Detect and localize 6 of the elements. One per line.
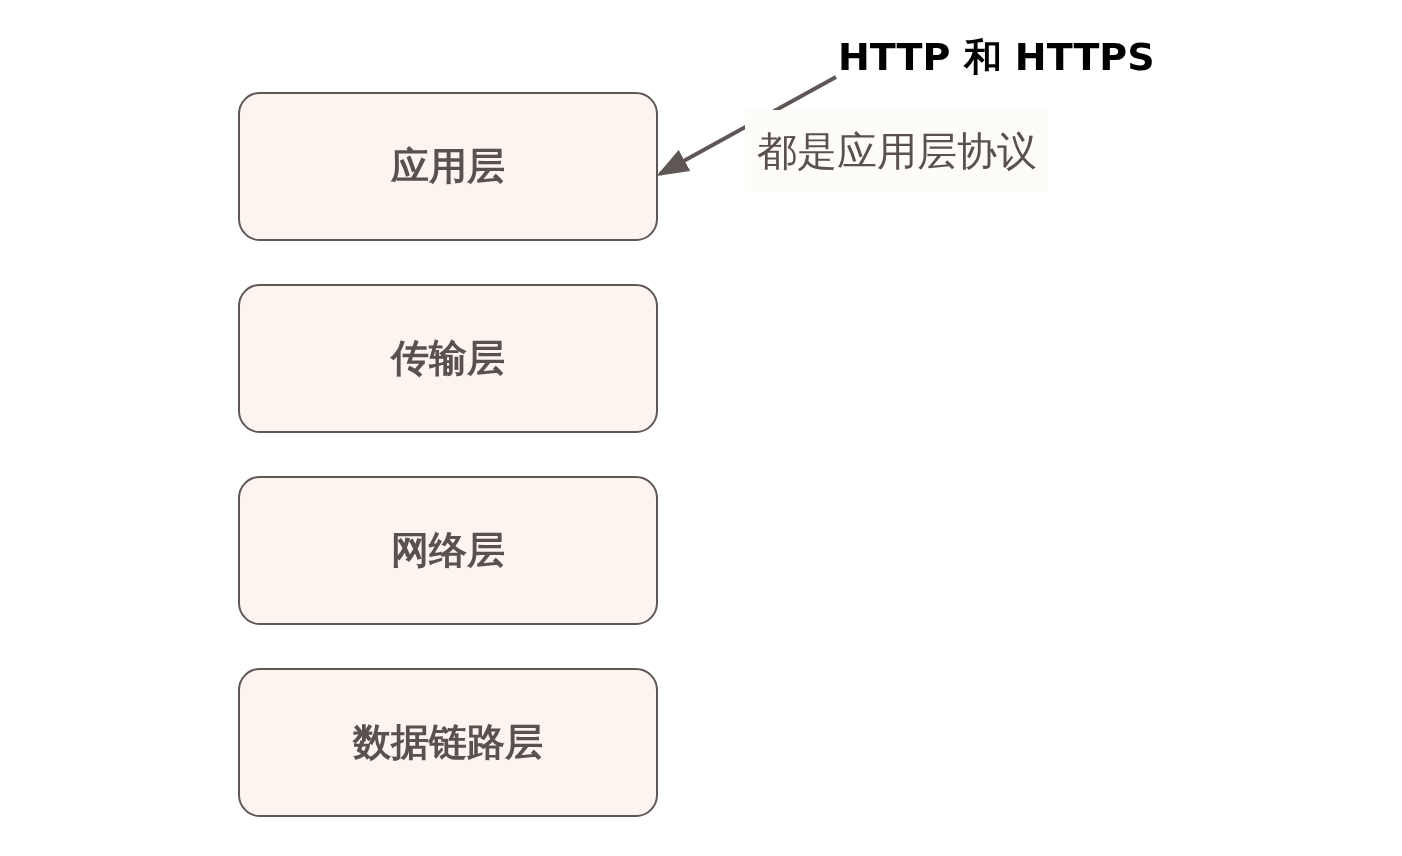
layer-box: 传输层 xyxy=(238,284,658,433)
layer-box: 数据链路层 xyxy=(238,668,658,817)
layer-box: 应用层 xyxy=(238,92,658,241)
callout-text: HTTP 和 HTTPS xyxy=(838,32,1155,83)
note-text: 都是应用层协议 xyxy=(745,110,1049,192)
layer-box: 网络层 xyxy=(238,476,658,625)
